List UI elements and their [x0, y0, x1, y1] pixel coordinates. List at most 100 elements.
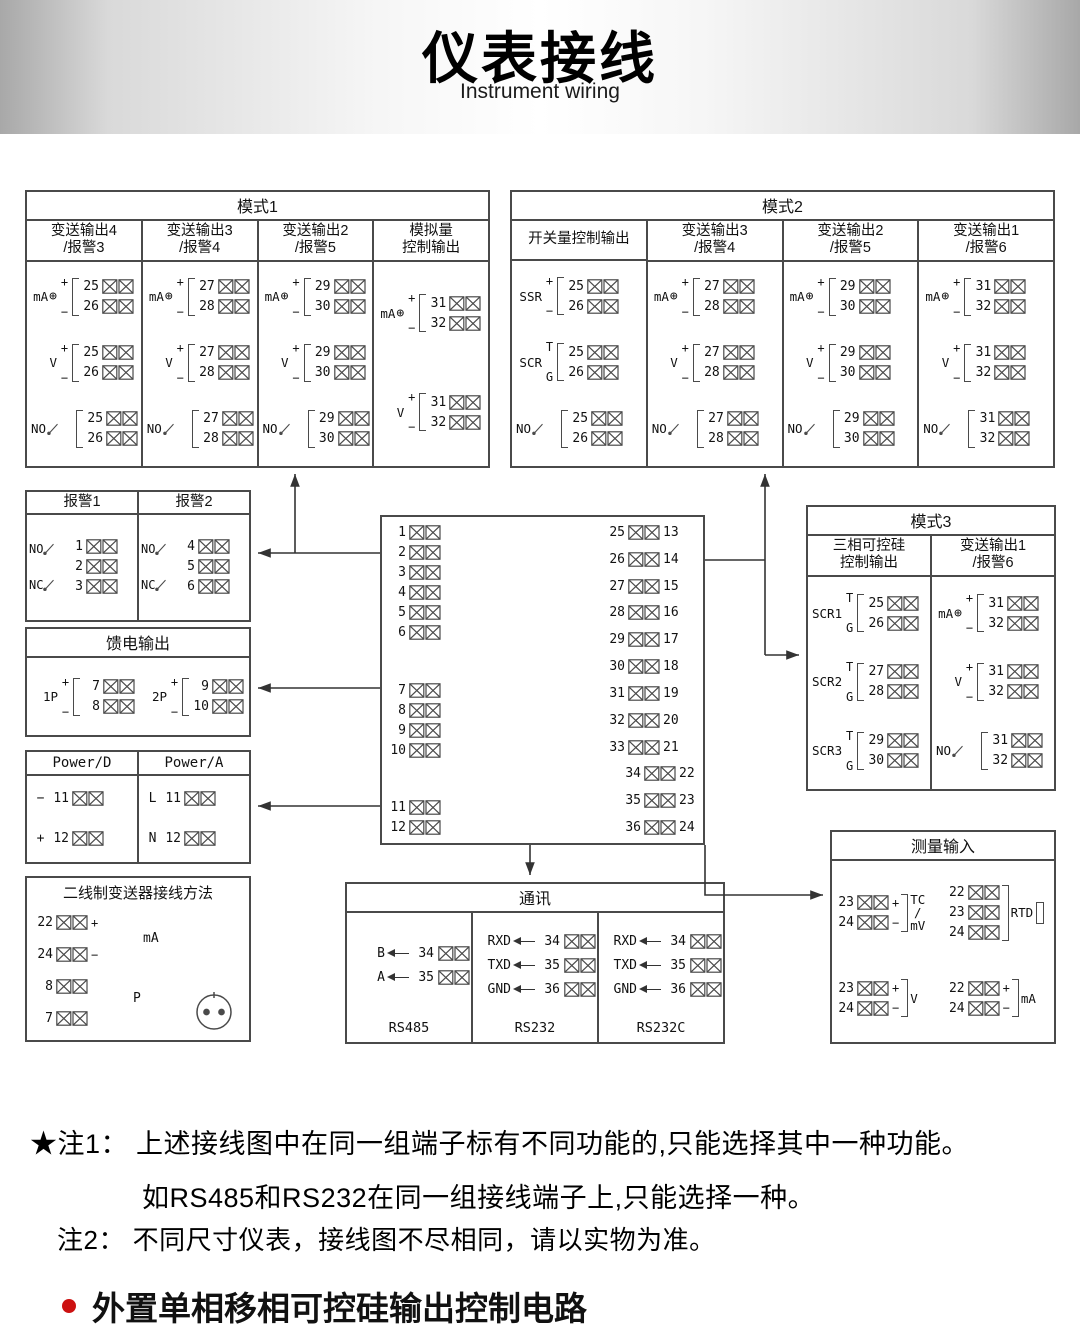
column-header: 三相可控硅控制输出 — [808, 536, 930, 577]
terminal-row: 24− — [947, 1001, 1010, 1016]
group-label: NO — [31, 421, 47, 437]
g — [217, 345, 250, 361]
tn: 31 — [430, 394, 447, 410]
sg: + — [60, 340, 69, 355]
tn: 14 — [663, 551, 679, 567]
terminal-row: 1 — [388, 525, 441, 540]
rect — [1014, 411, 1030, 427]
gl: NO — [31, 421, 61, 436]
g — [628, 525, 660, 540]
tn: 32 — [988, 615, 1004, 631]
terminal-icon — [994, 365, 1026, 381]
terminal-icon — [1007, 684, 1039, 700]
g — [857, 1001, 889, 1016]
g — [184, 790, 216, 806]
g — [564, 981, 596, 997]
rect — [1010, 345, 1026, 361]
g — [967, 885, 1000, 901]
terminal-icon — [644, 793, 676, 808]
terminal-icon — [887, 664, 919, 680]
gl: V — [263, 355, 289, 370]
terminal-icon — [198, 579, 230, 594]
rect — [234, 365, 250, 381]
circle — [43, 587, 48, 592]
terminal-row: 26 — [81, 299, 134, 314]
bracket-line — [76, 409, 84, 448]
circle — [667, 432, 672, 436]
gl: SSR — [516, 289, 542, 304]
g — [56, 915, 88, 931]
path — [879, 431, 894, 447]
rect — [353, 411, 370, 427]
g — [184, 830, 216, 846]
g — [102, 345, 134, 361]
tn: 29 — [314, 345, 331, 361]
path — [743, 411, 759, 427]
path — [354, 431, 369, 447]
path — [214, 559, 230, 574]
gl: mA⊕ — [788, 289, 814, 304]
rect — [878, 411, 895, 427]
tn: 28 — [704, 365, 720, 381]
path — [564, 933, 580, 949]
current-source-icon: ⊕ — [396, 305, 405, 321]
path — [102, 345, 118, 361]
bracket-line — [977, 594, 984, 633]
g — [532, 424, 543, 436]
rect — [425, 625, 441, 640]
terminal-icon — [722, 345, 755, 361]
g — [587, 298, 619, 314]
path — [118, 345, 134, 361]
terminal-row: 26 — [566, 365, 619, 380]
rect — [409, 625, 425, 640]
terminal-row: 26 — [85, 431, 138, 446]
sg: + — [965, 591, 974, 606]
tn: 24 — [948, 1000, 965, 1016]
bracket-line — [828, 343, 836, 382]
path — [875, 299, 890, 314]
note-1-line-1: ★注1： 上述接线图中在同一组端子标有不同功能的,只能选择其中一种功能。 — [30, 1129, 970, 1159]
sg: + — [965, 659, 974, 674]
path — [409, 525, 425, 540]
path — [644, 793, 660, 808]
group-label: RTD — [1010, 905, 1034, 921]
g — [862, 411, 895, 427]
path — [56, 1010, 72, 1026]
terminal-row: 30 — [838, 299, 891, 314]
terminal-icon — [994, 279, 1026, 295]
g — [727, 411, 759, 427]
g — [858, 299, 891, 315]
path — [690, 933, 706, 949]
path — [72, 790, 88, 806]
column-header: 变送输出1/报警6 — [932, 536, 1054, 577]
rect — [234, 345, 250, 361]
rect — [106, 431, 122, 447]
rect — [858, 345, 874, 361]
path — [438, 969, 454, 985]
sg: − — [292, 370, 300, 385]
terminal-row: 31 — [973, 345, 1026, 360]
rect — [628, 578, 644, 594]
path — [106, 411, 122, 427]
terminal-icon — [217, 299, 250, 315]
rect — [628, 686, 644, 701]
rect — [438, 969, 454, 985]
bracket-line — [692, 343, 700, 382]
rect — [644, 659, 660, 674]
rect — [425, 525, 441, 540]
terminal-icon — [56, 979, 88, 994]
gl: mA⊕ — [936, 606, 962, 621]
rect — [580, 933, 596, 949]
